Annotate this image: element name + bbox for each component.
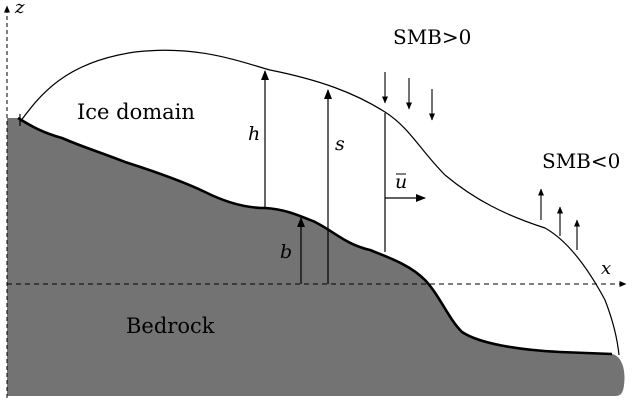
x-axis-label: x <box>601 258 611 279</box>
s-label: s <box>335 133 345 155</box>
z-axis-label: z <box>14 0 25 18</box>
smb-negative-label: SMB<0 <box>542 149 620 173</box>
b-label: b <box>280 241 292 263</box>
ice-domain-label: Ice domain <box>77 100 195 124</box>
bedrock-surface <box>17 116 613 356</box>
ice-surface <box>19 49 620 356</box>
smb-positive-label: SMB>0 <box>393 25 471 49</box>
u-label: u <box>395 171 407 193</box>
h-label: h <box>248 123 260 145</box>
bedrock-label: Bedrock <box>126 314 215 338</box>
bedrock-region <box>7 118 625 396</box>
